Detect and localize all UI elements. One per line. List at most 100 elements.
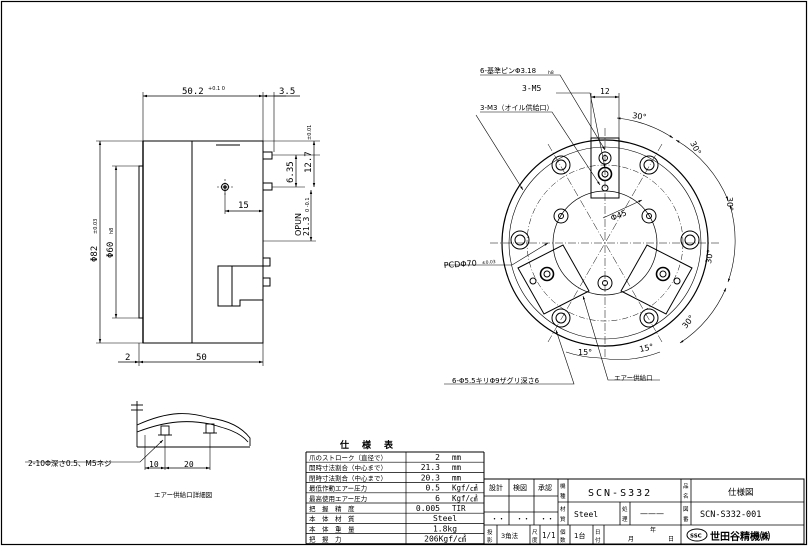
spec-row-unit: TIR [452,504,466,513]
tb-dots-1: ・・ [516,515,530,523]
detail-caption: エアー供給口詳細図 [154,490,212,499]
tb-company: 世田谷精機㈱ [710,530,770,543]
side-view-labels: 50.2 +0.1 0 3.5 Φ82 ±0.03 Φ60 h8 6.35 12… [90,86,314,363]
tb-day: 日 [668,536,674,543]
detail-view [25,401,251,470]
tb-name-label-1: 品 [683,483,689,490]
label-m3: 3-M3（オイル供給口） [480,103,553,112]
spec-row-unit: Kgf/㎠ [452,484,478,493]
tb-material-value: Steel [574,510,598,519]
tb-model-label-2: 種 [560,492,566,500]
dim-open-label: OPUN [294,213,303,236]
tb-approve: 承認 [538,483,552,492]
title-block [483,478,805,545]
tb-material-label-1: 材 [560,505,566,513]
tb-dots-2: ・・ [540,515,554,523]
dim-overall-length: 50.2 [182,87,204,97]
tb-scale-label-2: 度 [532,536,538,544]
spec-row-label: 把 握 精 度 [309,504,355,513]
dim-left-2: 2 [125,353,130,363]
tb-drawing-no-label-2: 番 [683,516,689,523]
spec-row-value: 6 [435,494,440,503]
body-outline [142,140,264,344]
tb-material-label-2: 質 [560,515,566,523]
label-air: エアー供給口 [614,373,653,382]
dim-overall-length-tol: +0.1 0 [208,86,225,92]
angle-30-a: 30° [632,111,647,122]
spec-row-label: 閉時寸法割合（中心まで） [309,473,387,482]
title-block-labels: 設計 検図 承認 ・・ ・・ ・・ 機 種 SCN-S332 品 名 仕様図 材… [487,482,770,544]
tb-year: 年 [650,526,656,534]
spec-row-value: 20.3 [421,473,440,482]
dim-10: 10 [149,460,159,469]
spec-row-label: 最高使用エアー圧力 [309,494,367,503]
dim-open-tol: 0 -0.1 [305,197,311,212]
spec-row-unit: mm [452,463,462,472]
tb-treatment-value: ——— [640,509,664,518]
dim-open-value: 21.3 [302,217,311,236]
label-pcd: PCDΦ70 [444,259,478,270]
dim-body-50: 50 [196,353,207,363]
jaw-left [517,244,590,315]
dim-dia-inner: Φ60 [106,242,116,258]
spec-row-value: Steel [433,514,457,523]
label-pcd-tol: ±0.03 [482,259,496,266]
label-pins: 6-基準ピンΦ3.18 [480,66,536,75]
spec-row-value: 0.005 [416,504,440,513]
label-phi45: Φ45 [609,208,628,223]
tb-projection-label-2: 影 [487,536,493,544]
tb-scale-label-1: 尺 [532,529,538,536]
jaw-top [590,137,620,199]
tb-projection-value: 3角法 [501,531,519,540]
tb-design: 設計 [489,483,503,492]
spec-row-value: 206Kgf/㎠ [424,535,466,544]
tb-qty-label-1: 個 [560,528,566,536]
tb-model-label-1: 機 [560,482,566,490]
tb-treatment-label-2: 理 [622,516,628,523]
dim-15: 15 [238,201,249,211]
dim-dia-outer-tol: ±0.03 [93,219,99,234]
tb-scale-value: 1/1 [542,531,556,540]
spec-table-title: 仕 様 表 [339,439,395,451]
tb-qty-value: 1台 [574,531,585,540]
dim-width-12-7-tol: ±0.01 [307,125,313,140]
angle-30-d: 30° [704,249,715,264]
tb-qty-label-2: 数 [560,536,566,544]
spec-row-label: 最低作動エアー圧力 [309,484,367,493]
dim-20: 20 [184,460,194,469]
spec-row-value: 1.8kg [433,524,457,533]
spec-row-unit: mm [452,453,462,462]
dim-width-12-7: 12.7 [304,151,314,173]
tb-check: 検図 [513,483,527,492]
tb-month: 月 [628,536,634,543]
dim-port-pitch: 6.35 [286,161,296,183]
spec-row-label: 爪のストローク（直径で） [309,453,387,462]
tb-projection-label-1: 投 [487,528,493,536]
tb-date-label-2: 付 [595,536,601,544]
angle-15-right: 15° [639,342,655,354]
angle-30-c: 30° [725,197,734,211]
front-view-labels: 6-基準ピンΦ3.18 h8 3-M5 3-M3（オイル供給口） 12 30° … [444,66,735,385]
spec-row-label: 把 握 力 [309,535,342,544]
angle-30-b: 30° [688,140,703,157]
side-view [96,92,320,366]
tb-name-value: 仕様図 [728,487,754,498]
dim-flange: 3.5 [279,87,295,97]
label-holes: 6-Φ5.5キリΦ9ザグリ深さ6 [452,376,540,385]
left-step [138,165,144,319]
tb-model-value: SCN-S332 [588,488,652,499]
tb-name-label-2: 名 [683,492,689,500]
label-air-port: 2-10Φ深さ0.5、M5ネジ [28,459,112,468]
tb-date-label-1: 日 [595,529,601,536]
dim-dia-inner-tol: h8 [109,228,115,234]
angle-30-e: 30° [680,314,696,331]
company-logo-text: SSC [690,534,702,540]
spec-row-label: 本 体 重 量 [309,524,355,533]
tb-treatment-label-1: 処 [622,505,628,513]
dim-12: 12 [600,87,610,96]
spec-row-unit: Kgf/㎠ [452,494,478,503]
spec-row-label: 本 体 材 質 [309,514,355,523]
spec-row-value: 2 [435,453,440,462]
